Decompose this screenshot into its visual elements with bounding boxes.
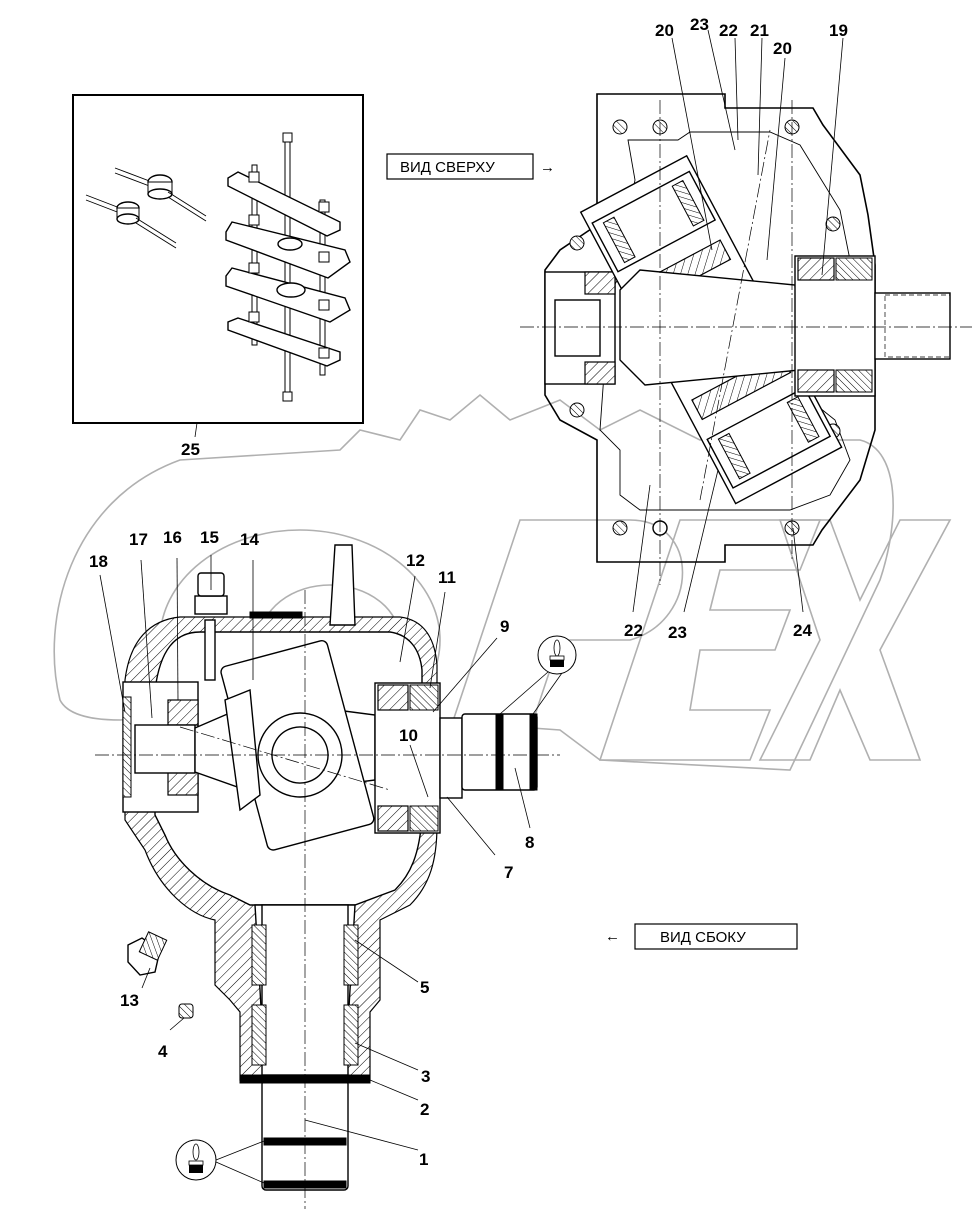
spanner-wrench-icon [114,167,207,222]
top-view-arrow: → [540,159,555,176]
top-view-label-text: ВИД СВЕРХУ [400,159,495,176]
callout-17: 17 [129,530,148,549]
callout-14: 14 [240,530,259,549]
callout-25: 25 [181,440,200,459]
callout-12: 12 [406,551,425,570]
callout-7: 7 [504,863,513,882]
callout-24: 24 [793,621,812,640]
callout-21: 21 [750,21,769,40]
callout-16: 16 [163,528,182,547]
side-view-drawing [95,544,560,1209]
top-view-callouts: 20 23 22 21 20 19 22 23 24 [624,15,848,642]
callout-18: 18 [89,552,108,571]
bearing-press-tool-icon [225,132,351,402]
callout-20: 20 [773,39,792,58]
side-view-label-text: ВИД СБОКУ [660,929,746,946]
tool-kit-panel [72,94,364,424]
top-view-label: ВИД СВЕРХУ → [386,153,555,180]
callout-23: 23 [690,15,709,34]
side-view-callouts: 18 17 16 15 14 12 11 9 10 8 7 5 3 2 1 13… [89,528,534,1169]
grease-lubrication-icon [175,1139,265,1184]
callout-23: 23 [668,623,687,642]
callout-5: 5 [420,978,429,997]
callout-3: 3 [421,1067,430,1086]
callout-22: 22 [624,621,643,640]
top-view-drawing [520,93,972,585]
callout-20: 20 [655,21,674,40]
callout-1: 1 [419,1150,428,1169]
set-screw-part [178,1003,194,1019]
side-view-label: ← ВИД СБОКУ [605,923,798,950]
callout-8: 8 [525,833,534,852]
callout-15: 15 [200,528,219,547]
callout-13: 13 [120,991,139,1010]
callout-4: 4 [158,1042,168,1061]
callout-22: 22 [719,21,738,40]
callout-19: 19 [829,21,848,40]
callout-9: 9 [500,617,509,636]
side-view-arrow: ← [605,928,620,945]
drain-plug-part [127,931,168,976]
callout-11: 11 [438,568,456,587]
callout-2: 2 [420,1100,429,1119]
spanner-wrench-icon [85,194,177,249]
callout-10: 10 [399,726,418,745]
grease-lubrication-icon [499,635,577,715]
